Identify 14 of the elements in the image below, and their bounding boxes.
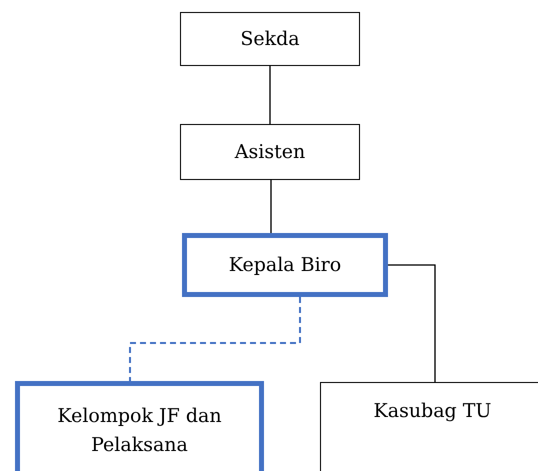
box-label: Kepala Biro xyxy=(228,252,342,278)
highlighted-box xyxy=(182,233,388,297)
connector-line xyxy=(270,180,272,233)
dashed-connector xyxy=(129,297,301,381)
connector-line xyxy=(388,264,436,382)
org-box xyxy=(320,382,538,471)
connector-line xyxy=(269,66,271,124)
highlighted-box xyxy=(15,381,264,471)
box-label: Sekda xyxy=(240,26,300,52)
box-label: Kelompok JF dan Pelaksana xyxy=(56,404,223,458)
org-box xyxy=(180,12,360,66)
box-label: Kasubag TU xyxy=(374,399,492,424)
box-label: Asisten xyxy=(234,140,306,164)
org-box xyxy=(180,124,360,180)
